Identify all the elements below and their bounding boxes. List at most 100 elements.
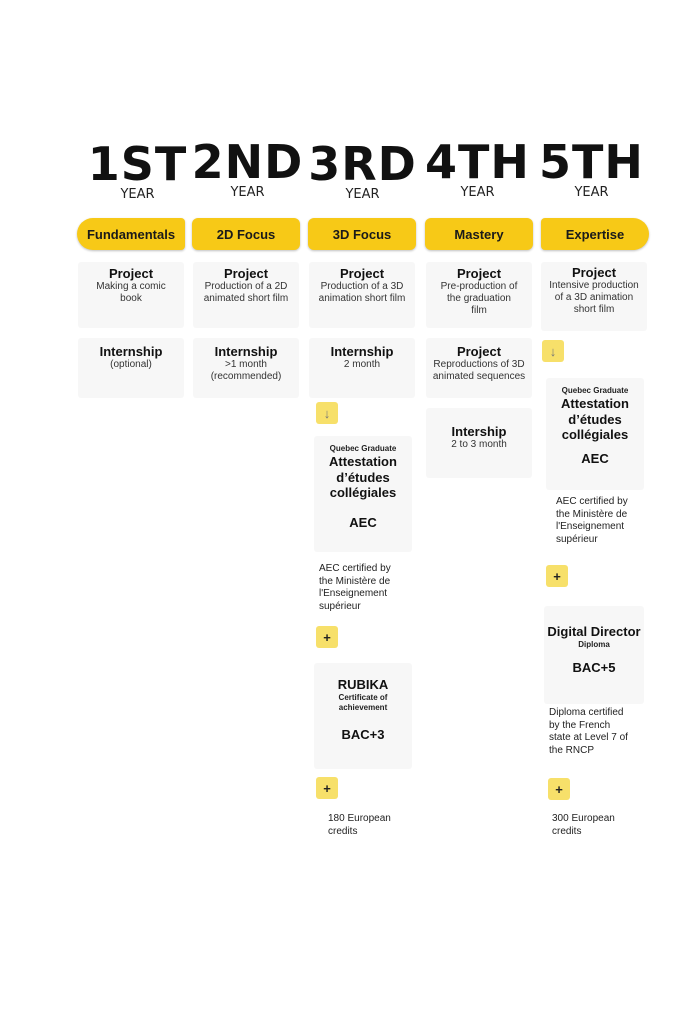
year-label: YEAR bbox=[574, 185, 609, 200]
card-title: Project bbox=[108, 266, 154, 281]
y5-project-card: Project Intensive production of a 3D ani… bbox=[541, 262, 647, 331]
card-title: Project bbox=[339, 266, 385, 281]
y3-internship-card: Internship 2 month bbox=[309, 338, 415, 398]
diploma-name: d’études bbox=[336, 469, 390, 485]
diploma-name: Attestation bbox=[329, 454, 397, 469]
y4-project-card: Project Pre-production of the graduation… bbox=[426, 262, 532, 328]
note-line: the Ministère de bbox=[319, 575, 391, 587]
diploma-name: Digital Director bbox=[547, 624, 641, 639]
band-mastery: Mastery bbox=[425, 218, 533, 250]
card-desc: Production of a 2D bbox=[204, 281, 288, 292]
note-line: by the French bbox=[549, 719, 611, 731]
year-number: 1ST bbox=[87, 137, 188, 191]
plus-icon: + bbox=[316, 626, 338, 648]
diploma-name: d’études bbox=[568, 411, 622, 427]
card-desc: animation short film bbox=[318, 293, 406, 304]
card-desc: animated short film bbox=[203, 293, 289, 304]
band-fundamentals: Fundamentals bbox=[77, 218, 185, 250]
arrow-down-icon: ↓ bbox=[542, 340, 564, 362]
card-desc: 2 month bbox=[343, 359, 381, 370]
year-3-header: 3RD YEAR bbox=[305, 140, 420, 202]
card-desc: (optional) bbox=[110, 359, 152, 370]
year-5-header: 5TH YEAR bbox=[534, 138, 649, 200]
plus-icon: + bbox=[316, 777, 338, 799]
card-title: Intership bbox=[451, 424, 507, 439]
card-title: Internship bbox=[330, 344, 394, 359]
year-number: 4TH bbox=[425, 135, 530, 189]
band-2d-focus: 2D Focus bbox=[192, 218, 300, 250]
diploma-code: AEC bbox=[349, 514, 377, 530]
card-desc: Production of a 3D bbox=[320, 281, 404, 292]
card-desc: (recommended) bbox=[210, 371, 282, 382]
y5-credits: 300 European credits bbox=[552, 813, 615, 838]
y5-aec-note: AEC certified by the Ministère de l'Ense… bbox=[556, 496, 628, 546]
year-number: 5TH bbox=[539, 135, 644, 189]
year-1-header: 1ST YEAR bbox=[80, 140, 195, 202]
card-desc: Making a comic bbox=[96, 281, 166, 292]
year-label: YEAR bbox=[120, 187, 155, 202]
y5-director-note: Diploma certified by the French state at… bbox=[549, 707, 628, 757]
card-desc: the graduation bbox=[447, 293, 511, 304]
card-desc: animated sequences bbox=[432, 371, 526, 382]
card-title: Project bbox=[571, 265, 617, 280]
y1-internship-card: Internship (optional) bbox=[78, 338, 184, 398]
certificate-title: RUBIKA bbox=[337, 677, 389, 692]
note-line: AEC certified by bbox=[319, 563, 391, 574]
card-desc: Pre-production of bbox=[440, 281, 518, 292]
y4-project2-card: Project Reproductions of 3D animated seq… bbox=[426, 338, 532, 398]
note-line: the RNCP bbox=[549, 744, 595, 756]
card-title: Internship bbox=[214, 344, 278, 359]
note-line: 300 European bbox=[552, 813, 615, 824]
year-number: 3RD bbox=[308, 137, 417, 191]
note-line: the Ministère de bbox=[556, 508, 628, 520]
plus-icon: + bbox=[546, 565, 568, 587]
year-number: 2ND bbox=[191, 135, 304, 189]
year-4-header: 4TH YEAR bbox=[420, 138, 535, 200]
card-desc: film bbox=[471, 305, 487, 316]
certificate-subtitle: achievement bbox=[338, 702, 388, 712]
y1-project-card: Project Making a comic book bbox=[78, 262, 184, 328]
diploma-type: Diploma bbox=[578, 639, 610, 649]
card-desc: 2 to 3 month bbox=[451, 439, 507, 450]
y4-internship-card: Intership 2 to 3 month bbox=[426, 408, 532, 478]
note-line: 180 European bbox=[328, 813, 391, 824]
band-expertise: Expertise bbox=[541, 218, 649, 250]
note-line: l'Enseignement bbox=[556, 521, 625, 532]
card-desc: of a 3D animation bbox=[554, 292, 634, 303]
card-title: Internship bbox=[99, 344, 163, 359]
diploma-name: Attestation bbox=[561, 396, 629, 411]
note-line: state at Level 7 of bbox=[549, 732, 628, 743]
year-label: YEAR bbox=[460, 185, 495, 200]
card-desc: short film bbox=[573, 304, 615, 315]
year-label: YEAR bbox=[230, 185, 265, 200]
card-desc: >1 month bbox=[225, 359, 267, 370]
year-2-header: 2ND YEAR bbox=[190, 138, 305, 200]
note-line: supérieur bbox=[319, 600, 361, 612]
note-line: credits bbox=[328, 825, 358, 837]
diploma-code: AEC bbox=[581, 450, 609, 466]
y5-aec-diploma: Quebec Graduate Attestation d’études col… bbox=[546, 378, 644, 490]
y3-rubika-certificate: RUBIKA Certificate of achievement BAC+3 bbox=[314, 663, 412, 769]
band-3d-focus: 3D Focus bbox=[308, 218, 416, 250]
card-title: Project bbox=[223, 266, 269, 281]
diploma-name: collégiales bbox=[329, 485, 397, 500]
card-desc: Intensive production bbox=[549, 280, 639, 291]
diploma-origin: Quebec Graduate bbox=[329, 444, 397, 453]
note-line: supérieur bbox=[556, 533, 598, 545]
card-desc: Reproductions of 3D bbox=[433, 359, 525, 370]
y5-digital-director-diploma: Digital Director Diploma BAC+5 bbox=[544, 606, 644, 704]
note-line: credits bbox=[552, 825, 582, 837]
card-title: Project bbox=[456, 266, 502, 281]
plus-icon: + bbox=[548, 778, 570, 800]
diploma-origin: Quebec Graduate bbox=[561, 386, 629, 395]
arrow-down-icon: ↓ bbox=[316, 402, 338, 424]
card-title: Project bbox=[456, 344, 502, 359]
diploma-name: collégiales bbox=[561, 427, 629, 442]
note-line: l'Enseignement bbox=[319, 588, 388, 599]
y3-aec-note: AEC certified by the Ministère de l'Ense… bbox=[319, 563, 391, 613]
card-desc: book bbox=[120, 293, 142, 304]
y2-project-card: Project Production of a 2D animated shor… bbox=[193, 262, 299, 328]
y3-aec-diploma: Quebec Graduate Attestation d’études col… bbox=[314, 436, 412, 552]
year-label: YEAR bbox=[345, 187, 380, 202]
certificate-subtitle: Certificate of bbox=[338, 692, 388, 702]
